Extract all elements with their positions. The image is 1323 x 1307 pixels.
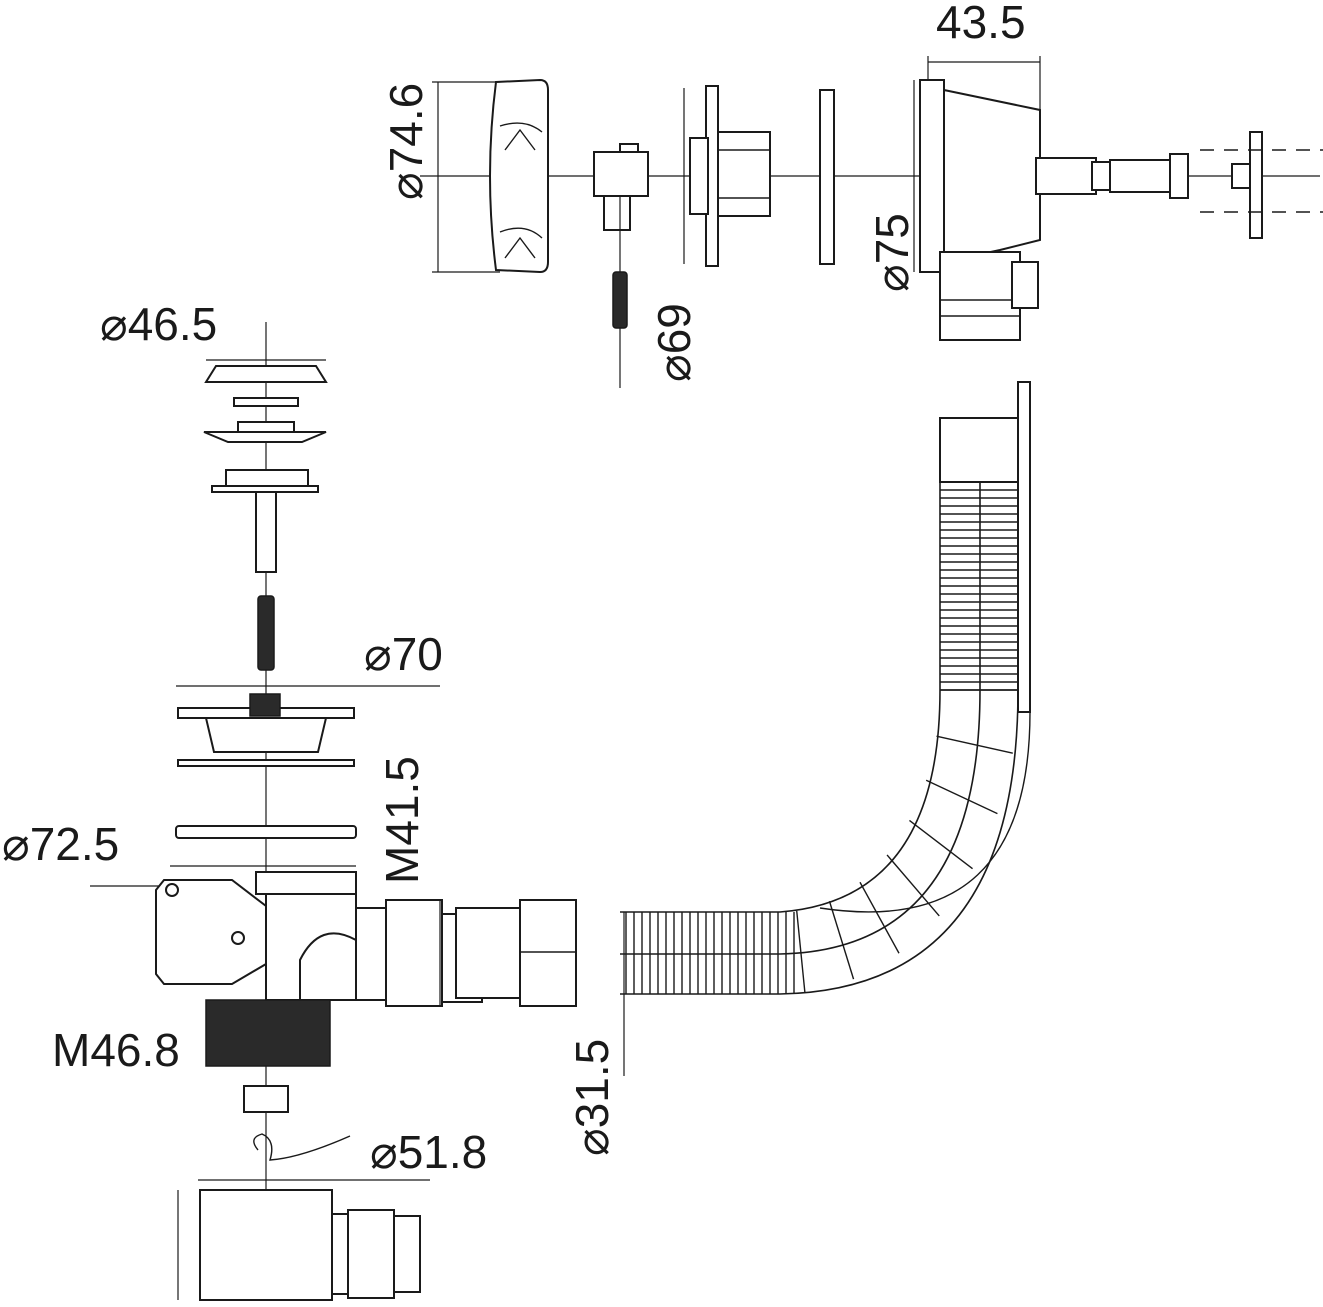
hose-coupling-nut bbox=[455, 899, 577, 1007]
hose-rib bbox=[936, 735, 1013, 754]
hose-rib bbox=[859, 881, 900, 954]
hose-rib bbox=[886, 854, 940, 917]
hose-ribs bbox=[625, 489, 1018, 994]
dim-label-m41-5: M41.5 bbox=[376, 756, 428, 884]
hose-rib bbox=[828, 900, 855, 980]
overflow-flange bbox=[689, 85, 771, 267]
hose-rib bbox=[925, 779, 998, 815]
plug-waste-assembly: ⌀46.5 ⌀70 ⌀72.5 bbox=[2, 298, 625, 1301]
dim-label-51-8: ⌀51.8 bbox=[370, 1126, 487, 1178]
dim-label-72-5: ⌀72.5 bbox=[2, 818, 119, 870]
hose-rib bbox=[909, 819, 973, 870]
waste-grid bbox=[177, 693, 355, 767]
overflow-gasket bbox=[819, 89, 835, 265]
dim-label-m46-8: M46.8 bbox=[52, 1024, 180, 1076]
wall-plate bbox=[1200, 131, 1323, 239]
dim-label-70: ⌀70 bbox=[364, 628, 443, 680]
dim-label-31-5: ⌀31.5 bbox=[566, 1039, 618, 1156]
threaded-rod bbox=[257, 595, 275, 671]
dim-label-69: ⌀69 bbox=[648, 303, 700, 382]
waste-washer bbox=[175, 825, 357, 839]
dim-label-46-5: ⌀46.5 bbox=[100, 298, 217, 350]
overflow-assembly: ⌀74.6 ⌀69 bbox=[380, 0, 1323, 388]
overflow-body bbox=[919, 79, 1189, 341]
overflow-cover bbox=[489, 78, 549, 274]
dim-label-74-6: ⌀74.6 bbox=[380, 83, 432, 200]
trap-outlet bbox=[199, 1189, 421, 1301]
retaining-clip bbox=[253, 1133, 351, 1161]
dim-label-75: ⌀75 bbox=[866, 213, 918, 292]
hose-rib bbox=[796, 910, 806, 993]
plug-cap bbox=[203, 365, 328, 573]
waste-body bbox=[155, 871, 483, 1067]
waste-nut bbox=[243, 1085, 289, 1113]
overflow-screw-fitting bbox=[593, 143, 649, 388]
dim-label-43-5: 43.5 bbox=[936, 0, 1026, 48]
flexible-overflow-hose bbox=[620, 381, 1031, 995]
